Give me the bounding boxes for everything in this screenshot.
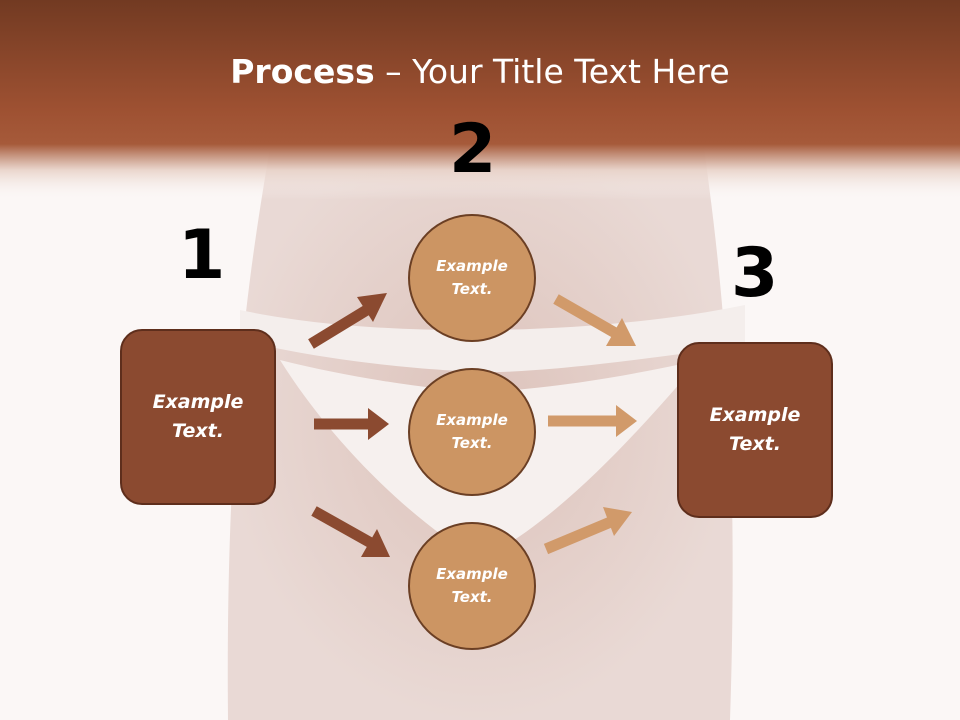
title-bold: Process [230,52,375,91]
arrow-middle-to-right [548,405,637,437]
circle-top: Example Text. [408,214,536,342]
step-number-2: 2 [449,110,497,189]
slide-title: Process – Your Title Text Here [0,52,960,91]
circle-bottom-line1: Example [436,565,508,583]
arrow-top-to-right [553,294,636,346]
right-box: Example Text. [677,342,833,518]
circle-middle-line2: Text. [451,434,493,452]
circle-bottom: Example Text. [408,522,536,650]
left-box-line2: Text. [172,420,224,442]
left-box-line1: Example [152,391,244,413]
step-number-3: 3 [731,234,779,313]
arrow-left-to-top [308,293,387,349]
step-number-1: 1 [178,216,226,295]
circle-top-line2: Text. [451,280,493,298]
left-box: Example Text. [120,329,276,505]
circle-middle-line1: Example [436,411,508,429]
circle-middle: Example Text. [408,368,536,496]
arrow-left-to-bottom [311,506,390,557]
circle-top-line1: Example [436,257,508,275]
right-box-line1: Example [709,404,801,426]
arrow-bottom-to-right [543,507,632,555]
arrow-left-to-middle [314,408,389,440]
circle-bottom-line2: Text. [451,588,493,606]
title-rest: – Your Title Text Here [374,52,730,91]
right-box-line2: Text. [729,433,781,455]
